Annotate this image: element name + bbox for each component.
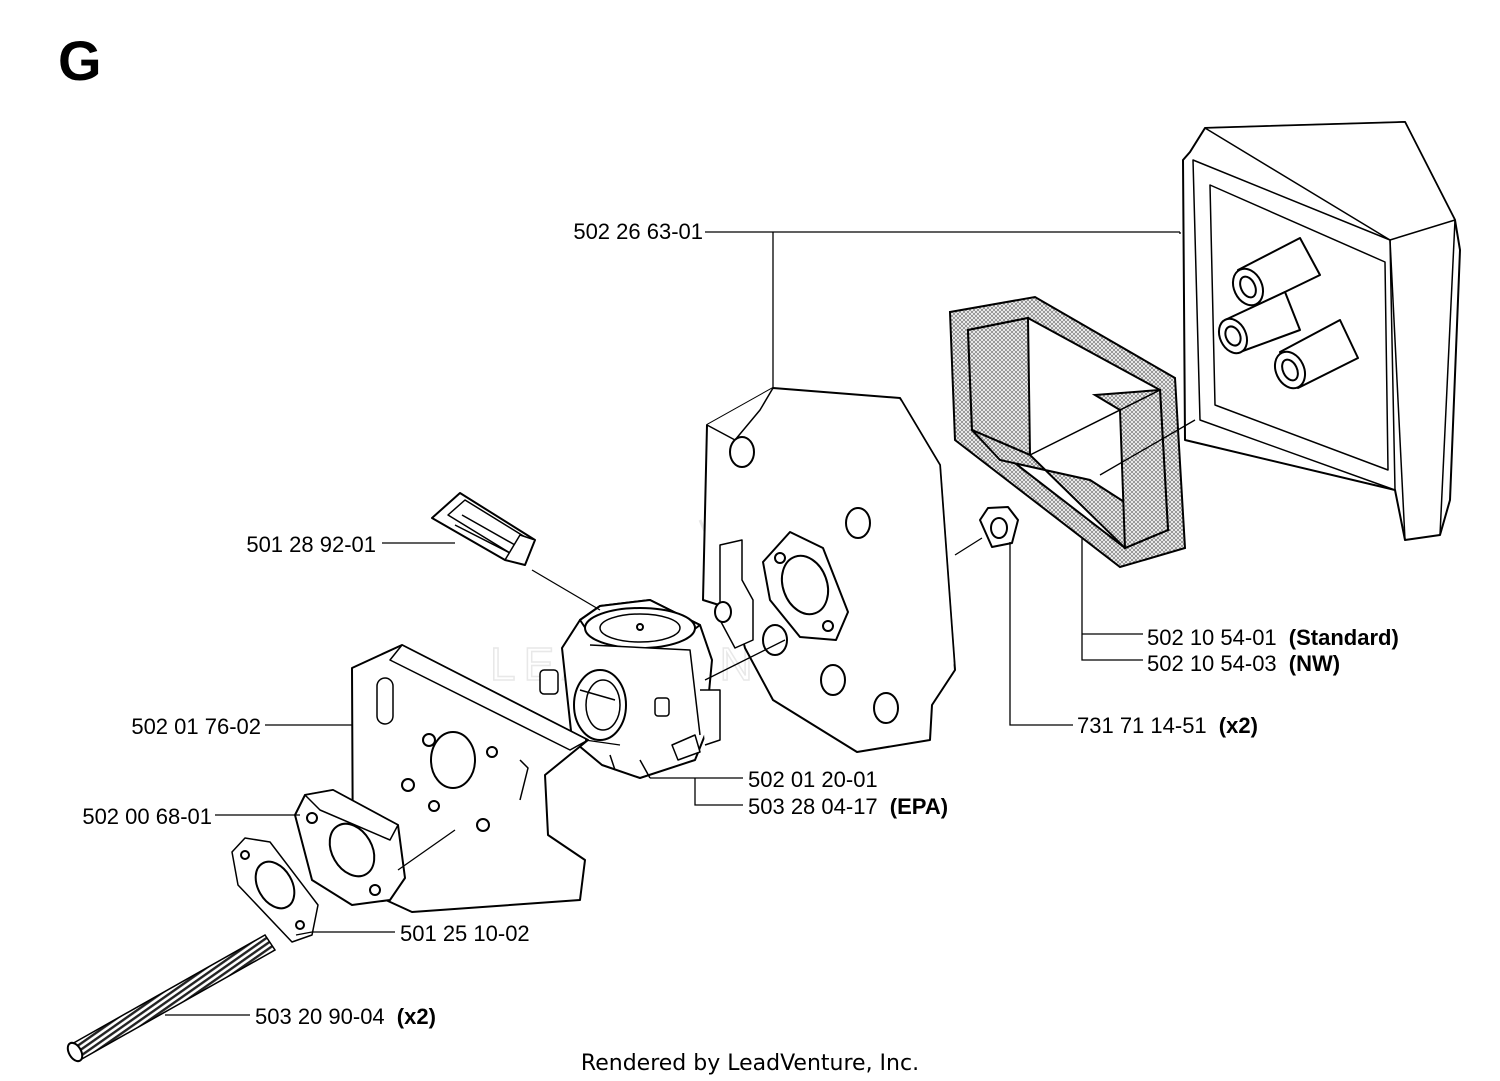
nut bbox=[979, 506, 1019, 548]
part-number: 503 28 04-17 bbox=[748, 794, 878, 819]
svg-text:502 10 54-03 (NW): 502 10 54-03 (NW) bbox=[1147, 651, 1340, 676]
callout-filter-standard: 502 10 54-01 (Standard) bbox=[1147, 625, 1399, 650]
svg-text:502 00 68-01: 502 00 68-01 bbox=[82, 804, 212, 829]
part-number: 501 25 10-02 bbox=[400, 921, 530, 946]
part-note: (NW) bbox=[1289, 651, 1340, 676]
svg-text:503 28 04-17 (EPA): 503 28 04-17 (EPA) bbox=[748, 794, 948, 819]
part-note: (x2) bbox=[1219, 713, 1258, 738]
callout-hose: 501 28 92-01 bbox=[246, 532, 376, 557]
part-number: 502 26 63-01 bbox=[573, 219, 703, 244]
svg-text:503 20 90-04 (x2): 503 20 90-04 (x2) bbox=[255, 1004, 436, 1029]
part-number: 501 28 92-01 bbox=[246, 532, 376, 557]
callout-nut: 731 71 14-51 (x2) bbox=[1077, 713, 1258, 738]
air-filter bbox=[948, 295, 1187, 569]
intake-gasket bbox=[231, 837, 319, 943]
callout-carburetor: 502 01 20-01 bbox=[748, 767, 878, 792]
intake-bracket bbox=[702, 387, 956, 753]
callout-plate: 502 01 76-02 bbox=[131, 714, 261, 739]
part-note: (EPA) bbox=[890, 794, 948, 819]
svg-text:501 25 10-02: 501 25 10-02 bbox=[400, 921, 530, 946]
svg-text:502 10 54-01 (Standard): 502 10 54-01 (Standard) bbox=[1147, 625, 1399, 650]
callout-stud: 503 20 90-04 (x2) bbox=[255, 1004, 436, 1029]
callout-filter-nw: 502 10 54-03 (NW) bbox=[1147, 651, 1340, 676]
impulse-hose bbox=[431, 492, 536, 566]
part-number: 502 01 76-02 bbox=[131, 714, 261, 739]
callout-gasket: 501 25 10-02 bbox=[400, 921, 530, 946]
footer-credit: Rendered by LeadVenture, Inc. bbox=[581, 1051, 919, 1076]
leader-lines bbox=[165, 231, 1196, 1016]
part-number: 731 71 14-51 bbox=[1077, 713, 1207, 738]
part-number: 502 00 68-01 bbox=[82, 804, 212, 829]
part-number: 503 20 90-04 bbox=[255, 1004, 385, 1029]
section-letter: G bbox=[58, 29, 102, 92]
part-number: 502 10 54-01 bbox=[1147, 625, 1277, 650]
cover-tube-3 bbox=[1273, 319, 1359, 390]
intake-spacer bbox=[294, 789, 406, 906]
threaded-stud bbox=[66, 934, 277, 1063]
svg-text:501 28 92-01: 501 28 92-01 bbox=[246, 532, 376, 557]
carburetor bbox=[539, 599, 721, 779]
svg-text:502 26 63-01: 502 26 63-01 bbox=[573, 219, 703, 244]
part-number: 502 01 20-01 bbox=[748, 767, 878, 792]
svg-text:502 01 20-01: 502 01 20-01 bbox=[748, 767, 878, 792]
air-filter-cover bbox=[1182, 121, 1461, 541]
mounting-plate bbox=[351, 644, 589, 913]
part-number: 502 10 54-03 bbox=[1147, 651, 1277, 676]
callout-cover-top: 502 26 63-01 bbox=[573, 219, 703, 244]
part-note: (Standard) bbox=[1289, 625, 1399, 650]
svg-text:731 71 14-51 (x2): 731 71 14-51 (x2) bbox=[1077, 713, 1258, 738]
part-note: (x2) bbox=[397, 1004, 436, 1029]
svg-text:502 01 76-02: 502 01 76-02 bbox=[131, 714, 261, 739]
cover-tube-2 bbox=[1217, 291, 1301, 355]
cover-tube-1 bbox=[1231, 237, 1321, 307]
callout-carburetor-epa: 503 28 04-17 (EPA) bbox=[748, 794, 948, 819]
callout-spacer: 502 00 68-01 bbox=[82, 804, 212, 829]
